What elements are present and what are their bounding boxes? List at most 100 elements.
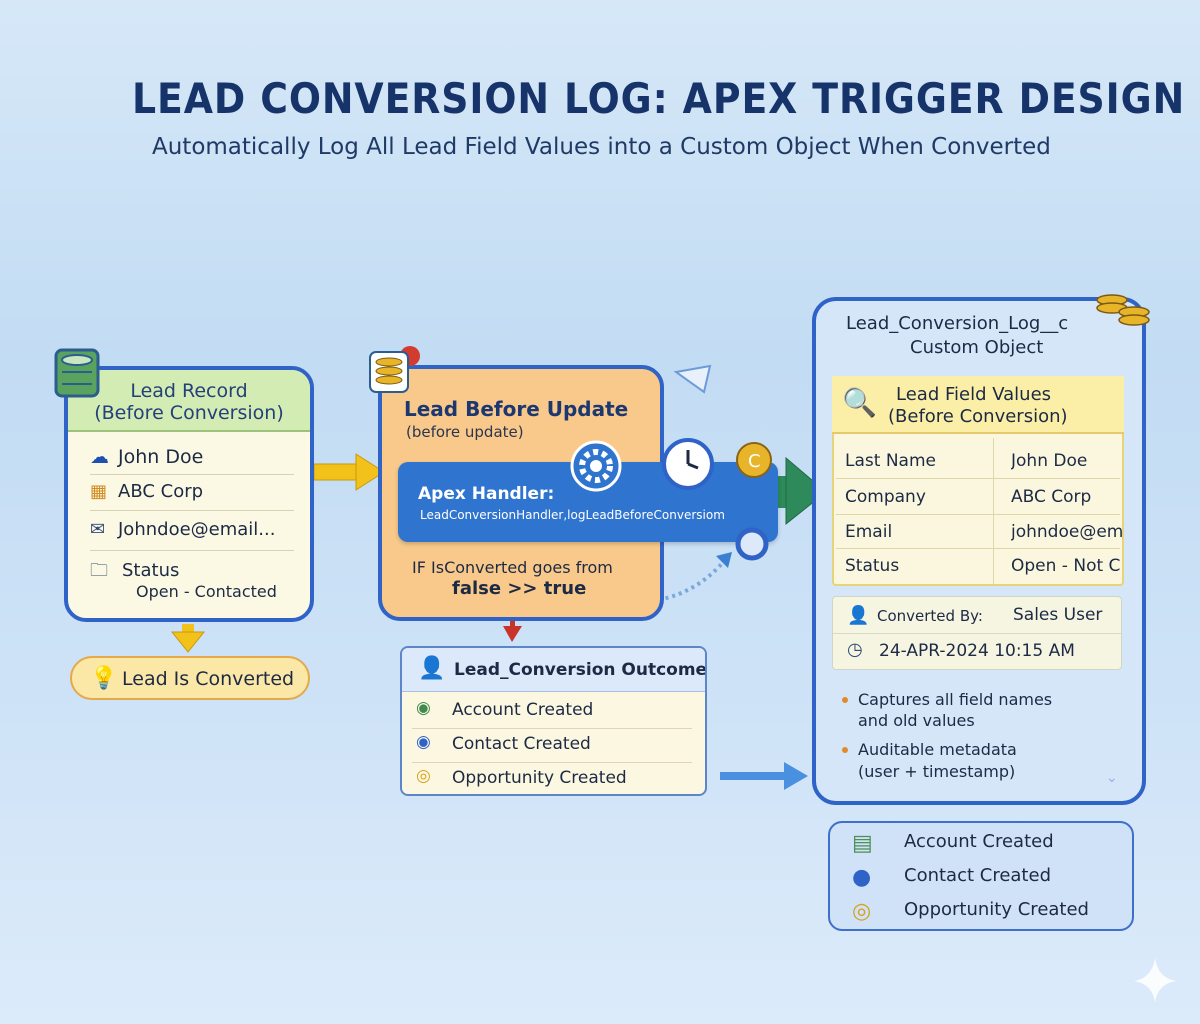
database-icon xyxy=(54,348,100,398)
diagram-subtitle: Automatically Log All Lead Field Values … xyxy=(152,134,1051,160)
field-values-header: 🔍 Lead Field Values (Before Conversion) xyxy=(832,376,1124,434)
outcome-header: 👤 Lead_Conversion Outcome xyxy=(402,648,705,692)
apex-handler-label: Apex Handler: xyxy=(418,484,555,504)
lead-status-label: Status xyxy=(122,560,180,581)
apex-handler-bar: Apex Handler: LeadConversionHandler,logL… xyxy=(398,462,778,542)
lead-email: Johndoe@email... xyxy=(118,519,276,540)
lead-converted-label: Lead Is Converted xyxy=(122,668,295,690)
sparkle-icon xyxy=(1134,958,1176,1002)
divider xyxy=(833,633,1121,634)
field-label: Company xyxy=(845,487,926,507)
arrow-outcome-to-log xyxy=(720,762,808,790)
coin-stack-icon xyxy=(1096,294,1150,326)
envelope-icon: ✉ xyxy=(90,519,106,540)
lead-before-update-subtitle: (before update) xyxy=(406,423,524,441)
apex-handler-method: LeadConversionHandler,logLeadBeforeConve… xyxy=(420,508,725,522)
note-line: (user + timestamp) xyxy=(858,762,1016,781)
result-summary-box: ▤ Account Created ● Contact Created ◎ Op… xyxy=(828,821,1134,931)
divider xyxy=(412,728,692,729)
converted-by-label: Converted By: xyxy=(877,607,983,625)
conversion-outcome-box: 👤 Lead_Conversion Outcome ◉ Account Crea… xyxy=(400,646,707,796)
decor-arrow-icon xyxy=(673,364,712,394)
note-line: and old values xyxy=(858,711,975,730)
svg-text:C: C xyxy=(748,451,761,472)
coin-icon: C xyxy=(736,442,772,478)
account-icon: ▤ xyxy=(852,831,873,856)
outcome-item: ◉ Contact Created xyxy=(416,732,591,754)
divider xyxy=(836,478,1120,479)
building-icon: ▦ xyxy=(90,481,108,502)
outcome-item-label: Opportunity Created xyxy=(452,768,627,788)
lead-record-panel: Lead Record (Before Conversion) ☁ John Do… xyxy=(64,366,314,622)
field-label: Email xyxy=(845,522,893,542)
field-label: Status xyxy=(845,556,900,576)
result-item: Opportunity Created xyxy=(904,899,1089,920)
lead-company: ABC Corp xyxy=(118,481,204,502)
lead-before-update-title: Lead Before Update xyxy=(404,397,629,421)
outcome-item-label: Account Created xyxy=(452,700,594,720)
field-value: Open - Not C xyxy=(1011,556,1121,576)
account-icon: ◉ xyxy=(416,698,431,718)
diagram-title: LEAD CONVERSION LOG: APEX TRIGGER DESIGN xyxy=(132,74,1186,123)
field-values-title: Lead Field Values xyxy=(896,384,1052,405)
conversion-metadata: 👤 Converted By: Sales User ◷ 24-APR-2024… xyxy=(832,596,1122,670)
contact-icon: ● xyxy=(852,865,872,890)
field-label: Last Name xyxy=(845,451,936,471)
outcome-title: Lead_Conversion Outcome xyxy=(454,660,707,680)
converted-timestamp: 24-APR-2024 10:15 AM xyxy=(879,641,1075,661)
user-icon: 👤 xyxy=(847,605,870,626)
field-values-subtitle: (Before Conversion) xyxy=(888,406,1068,427)
chevron-down-icon: ⌄ xyxy=(1106,770,1118,786)
lead-record-header: Lead Record (Before Conversion) xyxy=(68,370,310,432)
condition-value: false >> true xyxy=(452,578,587,599)
opportunity-icon: ◎ xyxy=(852,899,872,924)
cloud-icon: ☁ xyxy=(90,446,109,468)
bullet-icon xyxy=(842,697,848,703)
clock-icon xyxy=(662,438,714,490)
contact-icon: ◉ xyxy=(416,732,431,752)
outcome-item-label: Contact Created xyxy=(452,734,591,754)
field-value: ABC Corp xyxy=(1011,487,1092,507)
field-value: johndoe@em... xyxy=(1011,522,1123,542)
lead-company-row: ▦ ABC Corp xyxy=(90,481,203,502)
lightbulb-icon: 💡 xyxy=(90,666,118,691)
custom-object-name: Lead_Conversion_Log__c xyxy=(846,313,1069,334)
custom-object-type: Custom Object xyxy=(910,337,1044,358)
clock-icon: ◷ xyxy=(847,639,863,660)
outcome-item: ◎ Opportunity Created xyxy=(416,766,627,788)
opportunity-icon: ◎ xyxy=(416,766,431,786)
lead-name-row: ☁ John Doe xyxy=(90,446,203,468)
arrow-record-to-converted xyxy=(170,624,206,653)
note-line: Auditable metadata xyxy=(858,740,1017,759)
outcome-item: ◉ Account Created xyxy=(416,698,594,720)
divider xyxy=(412,762,692,763)
curved-connector-head xyxy=(716,552,732,568)
gear-icon xyxy=(570,440,622,492)
condition-text: IF IsConverted goes from xyxy=(412,558,613,577)
divider xyxy=(90,510,294,511)
lead-email-row: ✉ Johndoe@email... xyxy=(90,519,275,540)
lead-status-value: Open - Contacted xyxy=(136,582,277,601)
column-divider xyxy=(993,438,994,584)
ring-icon xyxy=(735,527,769,561)
converted-by-value: Sales User xyxy=(1013,605,1103,625)
coin-stack-icon xyxy=(369,346,420,393)
lead-status-row: 🗀 Status xyxy=(90,558,179,588)
divider xyxy=(836,548,1120,549)
divider xyxy=(90,550,294,551)
result-item: Account Created xyxy=(904,831,1054,852)
bullet-icon xyxy=(842,747,848,753)
result-item: Contact Created xyxy=(904,865,1051,886)
magnifier-icon: 🔍 xyxy=(842,386,877,419)
folder-icon: 🗀 xyxy=(90,560,108,581)
user-icon: 👤 xyxy=(418,656,446,681)
note-line: Captures all field names xyxy=(858,690,1053,709)
lead-record-subtitle: (Before Conversion) xyxy=(94,402,284,424)
divider xyxy=(90,474,294,475)
field-value: John Doe xyxy=(1011,451,1088,471)
arrow-record-to-update xyxy=(313,453,385,491)
lead-name: John Doe xyxy=(118,446,204,468)
lead-converted-pill: 💡 Lead Is Converted xyxy=(70,656,310,700)
divider xyxy=(836,514,1120,515)
